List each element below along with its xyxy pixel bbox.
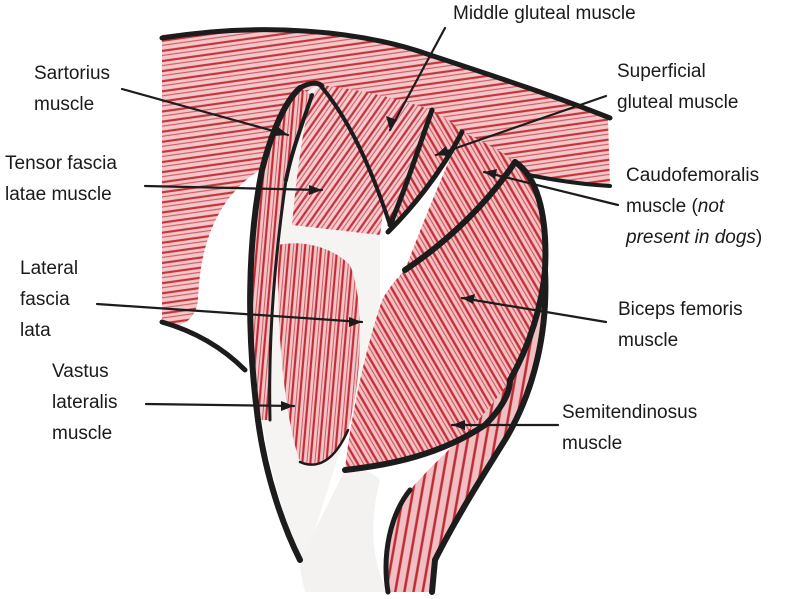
leader-superficial-gluteal <box>434 94 608 157</box>
leader-caudofemoralis <box>482 170 620 207</box>
muscle-outlines <box>247 80 549 595</box>
trunk-muscle <box>162 28 610 327</box>
label-tensor-fascia-latae: Tensor fascia latae muscle <box>5 148 117 210</box>
abdomen-outline <box>159 319 248 373</box>
leader-tensor-fascia-latae <box>143 184 324 192</box>
label-lateral-fascia-lata: Lateral fascia lata <box>20 253 78 346</box>
label-text: Superficial <box>617 61 706 82</box>
label-text: Sartorius <box>34 63 111 84</box>
label-biceps-femoris: Biceps femoris muscle <box>618 294 743 356</box>
label-text-italic: not <box>697 196 725 217</box>
leader-lateral-fascia-lata <box>95 302 364 324</box>
label-text: Vastus <box>52 361 109 382</box>
tensor-fascia-latae-muscle <box>292 85 385 235</box>
label-text-part: ) <box>755 227 763 248</box>
label-text-part: muscle ( <box>626 196 698 217</box>
label-sartorius: Sartorius muscle <box>34 58 110 120</box>
label-text: muscle <box>34 94 95 115</box>
label-text: gluteal muscle <box>617 92 739 113</box>
middle-gluteal-muscle <box>320 85 432 225</box>
lower-leg-region <box>300 469 388 592</box>
leader-sartorius <box>120 87 290 137</box>
sartorius-muscle <box>251 88 312 420</box>
label-text: Semitendinosus <box>562 402 698 423</box>
leader-lines <box>95 26 620 427</box>
leader-middle-gluteal <box>388 26 447 132</box>
label-text: fascia <box>20 289 70 310</box>
label-text: Tensor fascia <box>5 153 117 174</box>
vastus-lateralis-muscle <box>277 243 360 465</box>
leader-biceps-femoris <box>460 296 608 324</box>
label-semitendinosus: Semitendinosus muscle <box>562 397 697 459</box>
label-text: latae muscle <box>5 184 112 205</box>
label-caudofemoralis: Caudofemoralis muscle (not present in do… <box>626 160 762 253</box>
label-superficial-gluteal: Superficial gluteal muscle <box>617 56 738 118</box>
label-text: lata <box>20 320 51 341</box>
label-vastus-lateralis: Vastus lateralis muscle <box>52 356 117 449</box>
label-text: Biceps femoris <box>618 299 743 320</box>
label-text: lateralis <box>52 392 118 413</box>
superficial-gluteal-muscle <box>388 110 462 232</box>
semitendinosus-muscle <box>384 270 546 592</box>
label-text: muscle <box>618 330 679 351</box>
trunk-outline <box>159 27 613 121</box>
label-text: Middle gluteal muscle <box>453 3 636 24</box>
leader-vastus-lateralis <box>144 402 296 408</box>
label-text: present in dogs) <box>626 222 762 253</box>
label-text-italic: present in dogs <box>626 227 756 248</box>
biceps-femoris-muscle <box>345 162 546 470</box>
label-text: muscle <box>562 433 623 454</box>
label-text: muscle (not <box>626 191 762 222</box>
leader-arrowheads <box>274 116 497 430</box>
caudofemoralis-muscle <box>405 132 515 270</box>
label-text: muscle <box>52 423 113 444</box>
label-middle-gluteal: Middle gluteal muscle <box>453 0 636 29</box>
label-text: Lateral <box>20 258 79 279</box>
label-text: Caudofemoralis <box>626 165 760 186</box>
